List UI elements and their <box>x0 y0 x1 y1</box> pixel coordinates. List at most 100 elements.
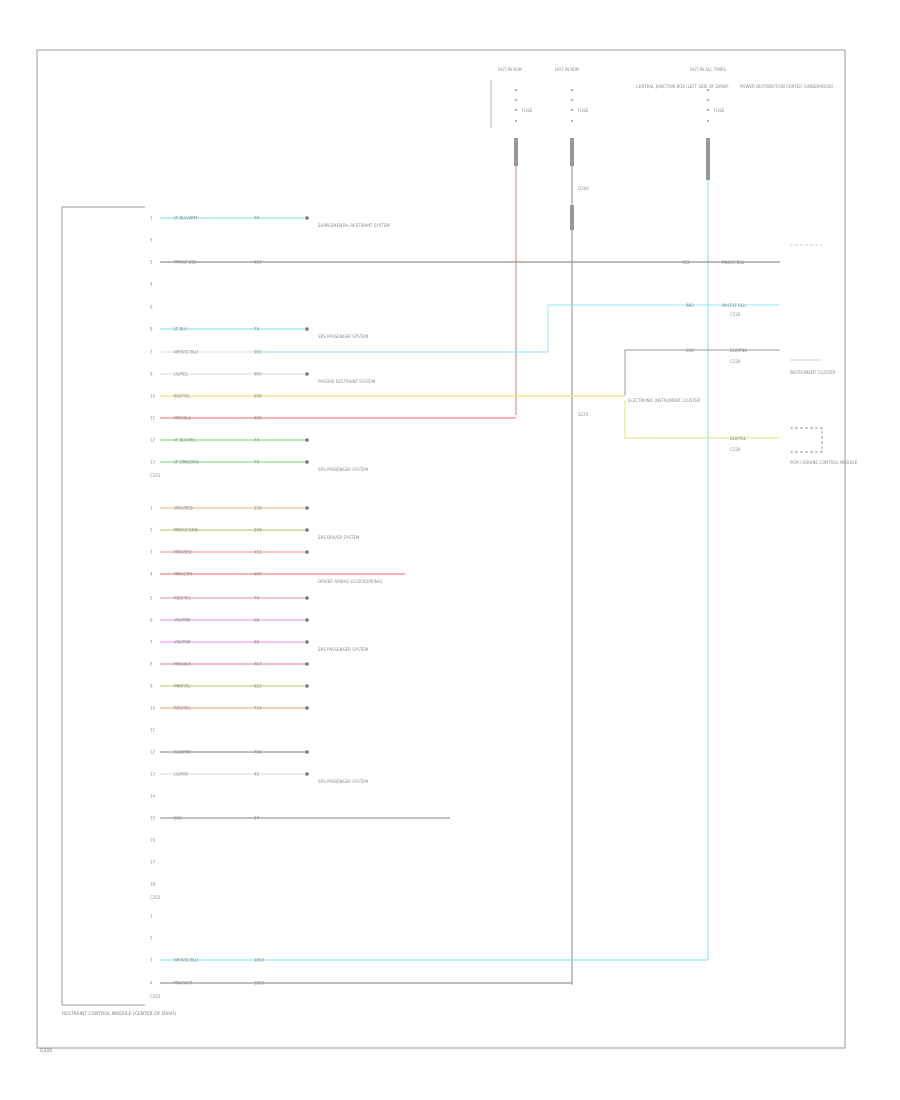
circuit-number: 236 <box>254 506 262 511</box>
pin-number: 8 <box>150 327 153 332</box>
circuit-number: 70 <box>254 438 260 443</box>
circuit-number: 42 <box>254 772 260 777</box>
wire-color-label: PNK/YEL <box>174 684 191 689</box>
circuit-number: 1003 <box>254 981 265 986</box>
diagram-frame <box>36 49 846 1049</box>
circuit-number: 717 <box>254 662 262 667</box>
wire-color-label: ORG/RED <box>174 506 193 511</box>
svg-text:C220: C220 <box>730 447 741 452</box>
circuit-number: 57 <box>254 816 260 821</box>
circuit-number: 70 <box>254 327 260 332</box>
pin-row: 6 <box>150 305 153 310</box>
figure-code: G200 <box>40 1048 52 1054</box>
pin-number: 10 <box>150 706 156 711</box>
pin-number: 11 <box>150 416 156 421</box>
circuit-number: 68 <box>254 618 260 623</box>
pin-row: 11 <box>150 728 156 733</box>
circuit-number: 983 <box>254 350 262 355</box>
pin-row: 1 <box>150 914 153 919</box>
pin-number: 5 <box>150 238 153 243</box>
pin-row: 16 <box>150 838 156 843</box>
pin-number: 12 <box>150 750 156 755</box>
connector-b: C202 <box>150 895 161 900</box>
pin-number: 11 <box>150 728 156 733</box>
right-note: POWER DISTRIBUTION CENTER (UNDERHOOD) <box>740 84 834 89</box>
pin-number: 10 <box>150 394 156 399</box>
pin-number: 7 <box>150 640 153 645</box>
pin-number: 8 <box>150 662 153 667</box>
pin-number: 7 <box>150 350 153 355</box>
svg-text:983: 983 <box>686 303 694 308</box>
fuse-left: FUSE <box>522 108 533 113</box>
pin-number: 2 <box>150 936 153 941</box>
destination-label: SRS PASSENGER SYSTEM <box>318 779 369 784</box>
terminal-dot <box>305 528 309 532</box>
terminal-dot <box>305 750 309 754</box>
circuit-number: 608 <box>254 394 262 399</box>
right-wiring: 612 PNK/LT BLU 983 WHT/LT BLU C220 608 B… <box>260 244 858 465</box>
pin-number: 4 <box>150 572 153 577</box>
svg-text:608: 608 <box>686 348 694 353</box>
pin-number: 14 <box>150 794 156 799</box>
terminal-dot <box>305 684 309 688</box>
circuit-number: 623 <box>254 684 262 689</box>
circuit-number: 268 <box>254 528 262 533</box>
source-left-label: HOT IN RUN <box>498 67 522 72</box>
splice-s225: S225 <box>578 412 589 417</box>
destination-label: DRIVER AIRBAG (CLOCKSPRING) <box>318 579 383 584</box>
wire-color-label: PNK/LT BLU <box>174 260 197 265</box>
pin-number: 2 <box>150 528 153 533</box>
fuse-center: FUSE <box>578 108 589 113</box>
destination-label: SRS DRIVER SYSTEM <box>318 535 360 540</box>
terminal-dot <box>305 372 309 376</box>
fuse-right: FUSE <box>714 108 725 113</box>
pin-number: 9 <box>150 372 153 377</box>
destination-label: SRS PASSENGER SYSTEM <box>318 647 369 652</box>
pin-number: 6 <box>150 618 153 623</box>
connector-c: C203 <box>150 994 161 999</box>
pin-row: 14 <box>150 794 156 799</box>
pin-number: 4 <box>150 981 153 986</box>
pcm-label: PCM / ENGINE CONTROL MODULE <box>790 460 858 465</box>
pin-row: 18 <box>150 882 156 887</box>
destination-label: SRS PASSENGER SYSTEM <box>318 467 369 472</box>
source-header: HOT IN RUN HOT IN RUN HOT IN ALL TIMES F… <box>490 67 834 128</box>
circuit-number: 708 <box>254 750 262 755</box>
terminal-dot <box>305 662 309 666</box>
destination-label: PASSIVE RESTRAINT SYSTEM <box>318 379 376 384</box>
wire-color-label: PNK/LT GRN <box>174 528 198 533</box>
circuit-number: 112 <box>254 550 262 555</box>
wire-color-label: BLK/PNK <box>174 750 191 755</box>
terminal-dot <box>305 460 309 464</box>
pin-number: 1 <box>150 506 153 511</box>
wire-color-label: WHT/LT BLU <box>174 350 198 355</box>
terminal-dot <box>305 772 309 776</box>
terminal-dot <box>305 706 309 710</box>
connector-a: C201 <box>150 473 161 478</box>
wire-color-label: PNK/WHT <box>174 981 193 986</box>
circuit-number: 68 <box>254 640 260 645</box>
terminal-dot <box>305 618 309 622</box>
wire-color-label: LG/VIO <box>174 772 188 777</box>
wire-color-label: PNK/BLK <box>174 662 191 667</box>
pin-number: 15 <box>150 816 156 821</box>
circuit-number: 609 <box>254 572 262 577</box>
destination-label: SUPPLEMENTAL RESTRAINT SYSTEM <box>318 223 390 228</box>
wire-color-label: VIO/PNK <box>174 640 191 645</box>
terminal-dot <box>305 550 309 554</box>
pin-number: 6 <box>150 305 153 310</box>
wire-color-label: LT GRN/ORG <box>174 460 199 465</box>
svg-text:PNK/LT BLU: PNK/LT BLU <box>722 260 745 265</box>
terminal-dot <box>305 327 309 331</box>
terminal-dot <box>305 596 309 600</box>
pin-number: 13 <box>150 772 156 777</box>
